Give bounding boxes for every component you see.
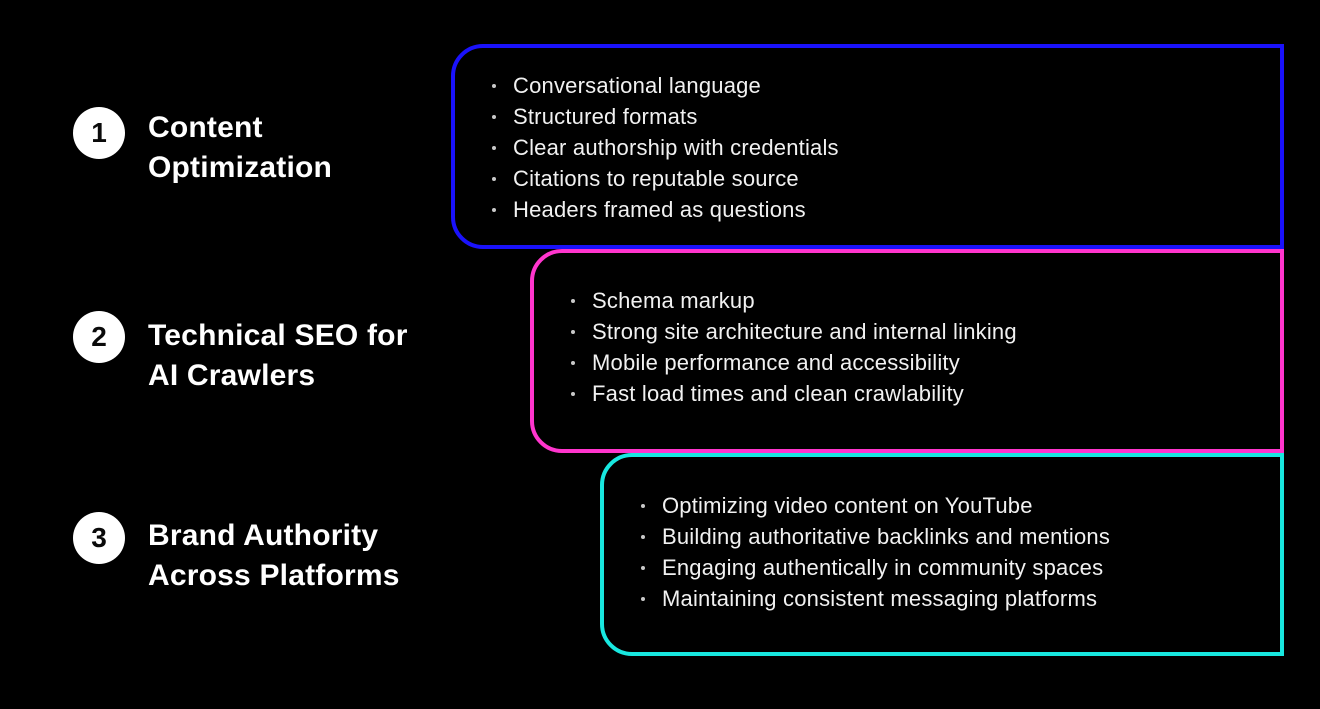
bullet-item: Fast load times and clean crawlability: [569, 378, 1264, 409]
bullet-item: Strong site architecture and internal li…: [569, 316, 1264, 347]
bullet-text: Fast load times and clean crawlability: [592, 381, 964, 406]
bullet-item: Citations to reputable source: [490, 163, 1264, 194]
step-3-number: 3: [91, 522, 107, 553]
section-3-heading-line1: Brand Authority: [148, 519, 379, 552]
bullet-text: Clear authorship with credentials: [513, 135, 839, 160]
bullet-text: Engaging authentically in community spac…: [662, 555, 1104, 580]
bullet-item: Clear authorship with credentials: [490, 132, 1264, 163]
bullet-dot-icon: [492, 208, 496, 212]
bullet-dot-icon: [641, 504, 645, 508]
section-3-heading: Brand Authority Across Platforms: [148, 516, 400, 596]
step-2-badge: 2: [73, 311, 125, 363]
bullet-dot-icon: [641, 535, 645, 539]
bullet-text: Optimizing video content on YouTube: [662, 493, 1033, 518]
section-1-heading-line2: Optimization: [148, 151, 333, 184]
bullet-dot-icon: [492, 115, 496, 119]
section-1-box: Conversational language Structured forma…: [451, 44, 1284, 249]
section-3-box: Optimizing video content on YouTube Buil…: [600, 453, 1284, 656]
bullet-dot-icon: [492, 177, 496, 181]
bullet-text: Conversational language: [513, 73, 761, 98]
bullet-text: Mobile performance and accessibility: [592, 350, 960, 375]
bullet-text: Strong site architecture and internal li…: [592, 319, 1017, 344]
section-2-box: Schema markup Strong site architecture a…: [530, 249, 1284, 453]
section-1-heading: Content Optimization: [148, 108, 332, 188]
bullet-dot-icon: [571, 299, 575, 303]
bullet-dot-icon: [492, 84, 496, 88]
bullet-item: Headers framed as questions: [490, 194, 1264, 225]
bullet-item: Mobile performance and accessibility: [569, 347, 1264, 378]
section-1-heading-line1: Content: [148, 111, 263, 144]
bullet-dot-icon: [641, 597, 645, 601]
bullet-dot-icon: [492, 146, 496, 150]
section-3-bullet-list: Optimizing video content on YouTube Buil…: [604, 457, 1280, 614]
bullet-text: Headers framed as questions: [513, 197, 806, 222]
step-1-number: 1: [91, 117, 107, 148]
step-1-badge: 1: [73, 107, 125, 159]
bullet-text: Maintaining consistent messaging platfor…: [662, 586, 1098, 611]
section-2-heading-line2: AI Crawlers: [148, 359, 316, 392]
bullet-item: Maintaining consistent messaging platfor…: [639, 583, 1264, 614]
bullet-text: Building authoritative backlinks and men…: [662, 524, 1111, 549]
bullet-dot-icon: [571, 392, 575, 396]
section-2-heading-line1: Technical SEO for: [148, 319, 408, 352]
bullet-item: Building authoritative backlinks and men…: [639, 521, 1264, 552]
bullet-dot-icon: [641, 566, 645, 570]
bullet-item: Structured formats: [490, 101, 1264, 132]
bullet-dot-icon: [571, 361, 575, 365]
bullet-text: Citations to reputable source: [513, 166, 799, 191]
section-1-bullet-list: Conversational language Structured forma…: [455, 48, 1280, 225]
bullet-item: Optimizing video content on YouTube: [639, 490, 1264, 521]
section-3-heading-line2: Across Platforms: [148, 559, 400, 592]
section-2-heading: Technical SEO for AI Crawlers: [148, 316, 408, 396]
bullet-item: Schema markup: [569, 285, 1264, 316]
step-2-number: 2: [91, 321, 107, 352]
bullet-text: Structured formats: [513, 104, 698, 129]
bullet-text: Schema markup: [592, 288, 755, 313]
section-2-bullet-list: Schema markup Strong site architecture a…: [534, 253, 1280, 409]
bullet-item: Engaging authentically in community spac…: [639, 552, 1264, 583]
step-3-badge: 3: [73, 512, 125, 564]
bullet-item: Conversational language: [490, 70, 1264, 101]
bullet-dot-icon: [571, 330, 575, 334]
